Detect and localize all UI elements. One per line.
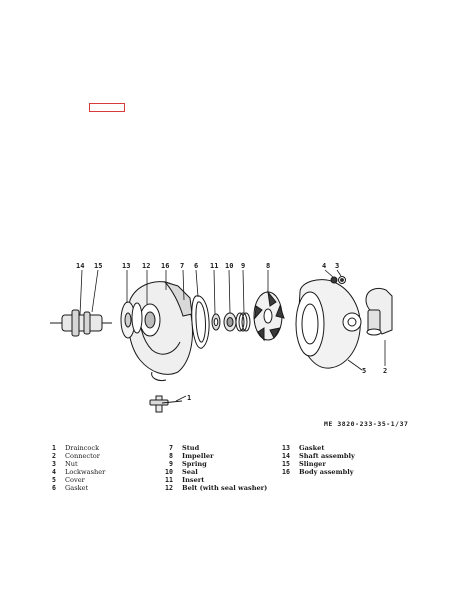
callout-13: 13	[122, 262, 130, 270]
callout-8: 8	[266, 262, 270, 270]
leader-lines	[79, 269, 386, 402]
body-assembly	[127, 281, 193, 381]
callout-2: 2	[383, 367, 387, 375]
connector-elbow	[365, 287, 393, 336]
callout-11: 11	[210, 262, 218, 270]
shaft-assembly	[50, 309, 112, 337]
seal-stack	[211, 312, 251, 332]
nut-and-lockwasher	[330, 276, 346, 284]
callout-12: 12	[142, 262, 150, 270]
figure-identifier: ME 3820-233-35-1/37	[324, 420, 409, 428]
cover	[295, 279, 362, 369]
draincock	[149, 395, 183, 413]
callout-6: 6	[194, 262, 198, 270]
callout-9: 9	[241, 262, 245, 270]
callout-4: 4	[322, 262, 326, 270]
impeller	[253, 290, 285, 342]
callout-labels: 14 15 13 12 16 7 6 11 10 9 8 4 3 2 5 1	[76, 262, 387, 402]
belt-and-seal-washer	[120, 301, 143, 339]
callout-7: 7	[180, 262, 184, 270]
gasket-6	[191, 295, 210, 349]
callout-15: 15	[94, 262, 102, 270]
callout-16: 16	[161, 262, 169, 270]
highlight-box	[89, 103, 125, 112]
callout-1: 1	[187, 394, 191, 402]
callout-5: 5	[362, 367, 366, 375]
callout-14: 14	[76, 262, 84, 270]
callout-3: 3	[335, 262, 339, 270]
callout-10: 10	[225, 262, 233, 270]
